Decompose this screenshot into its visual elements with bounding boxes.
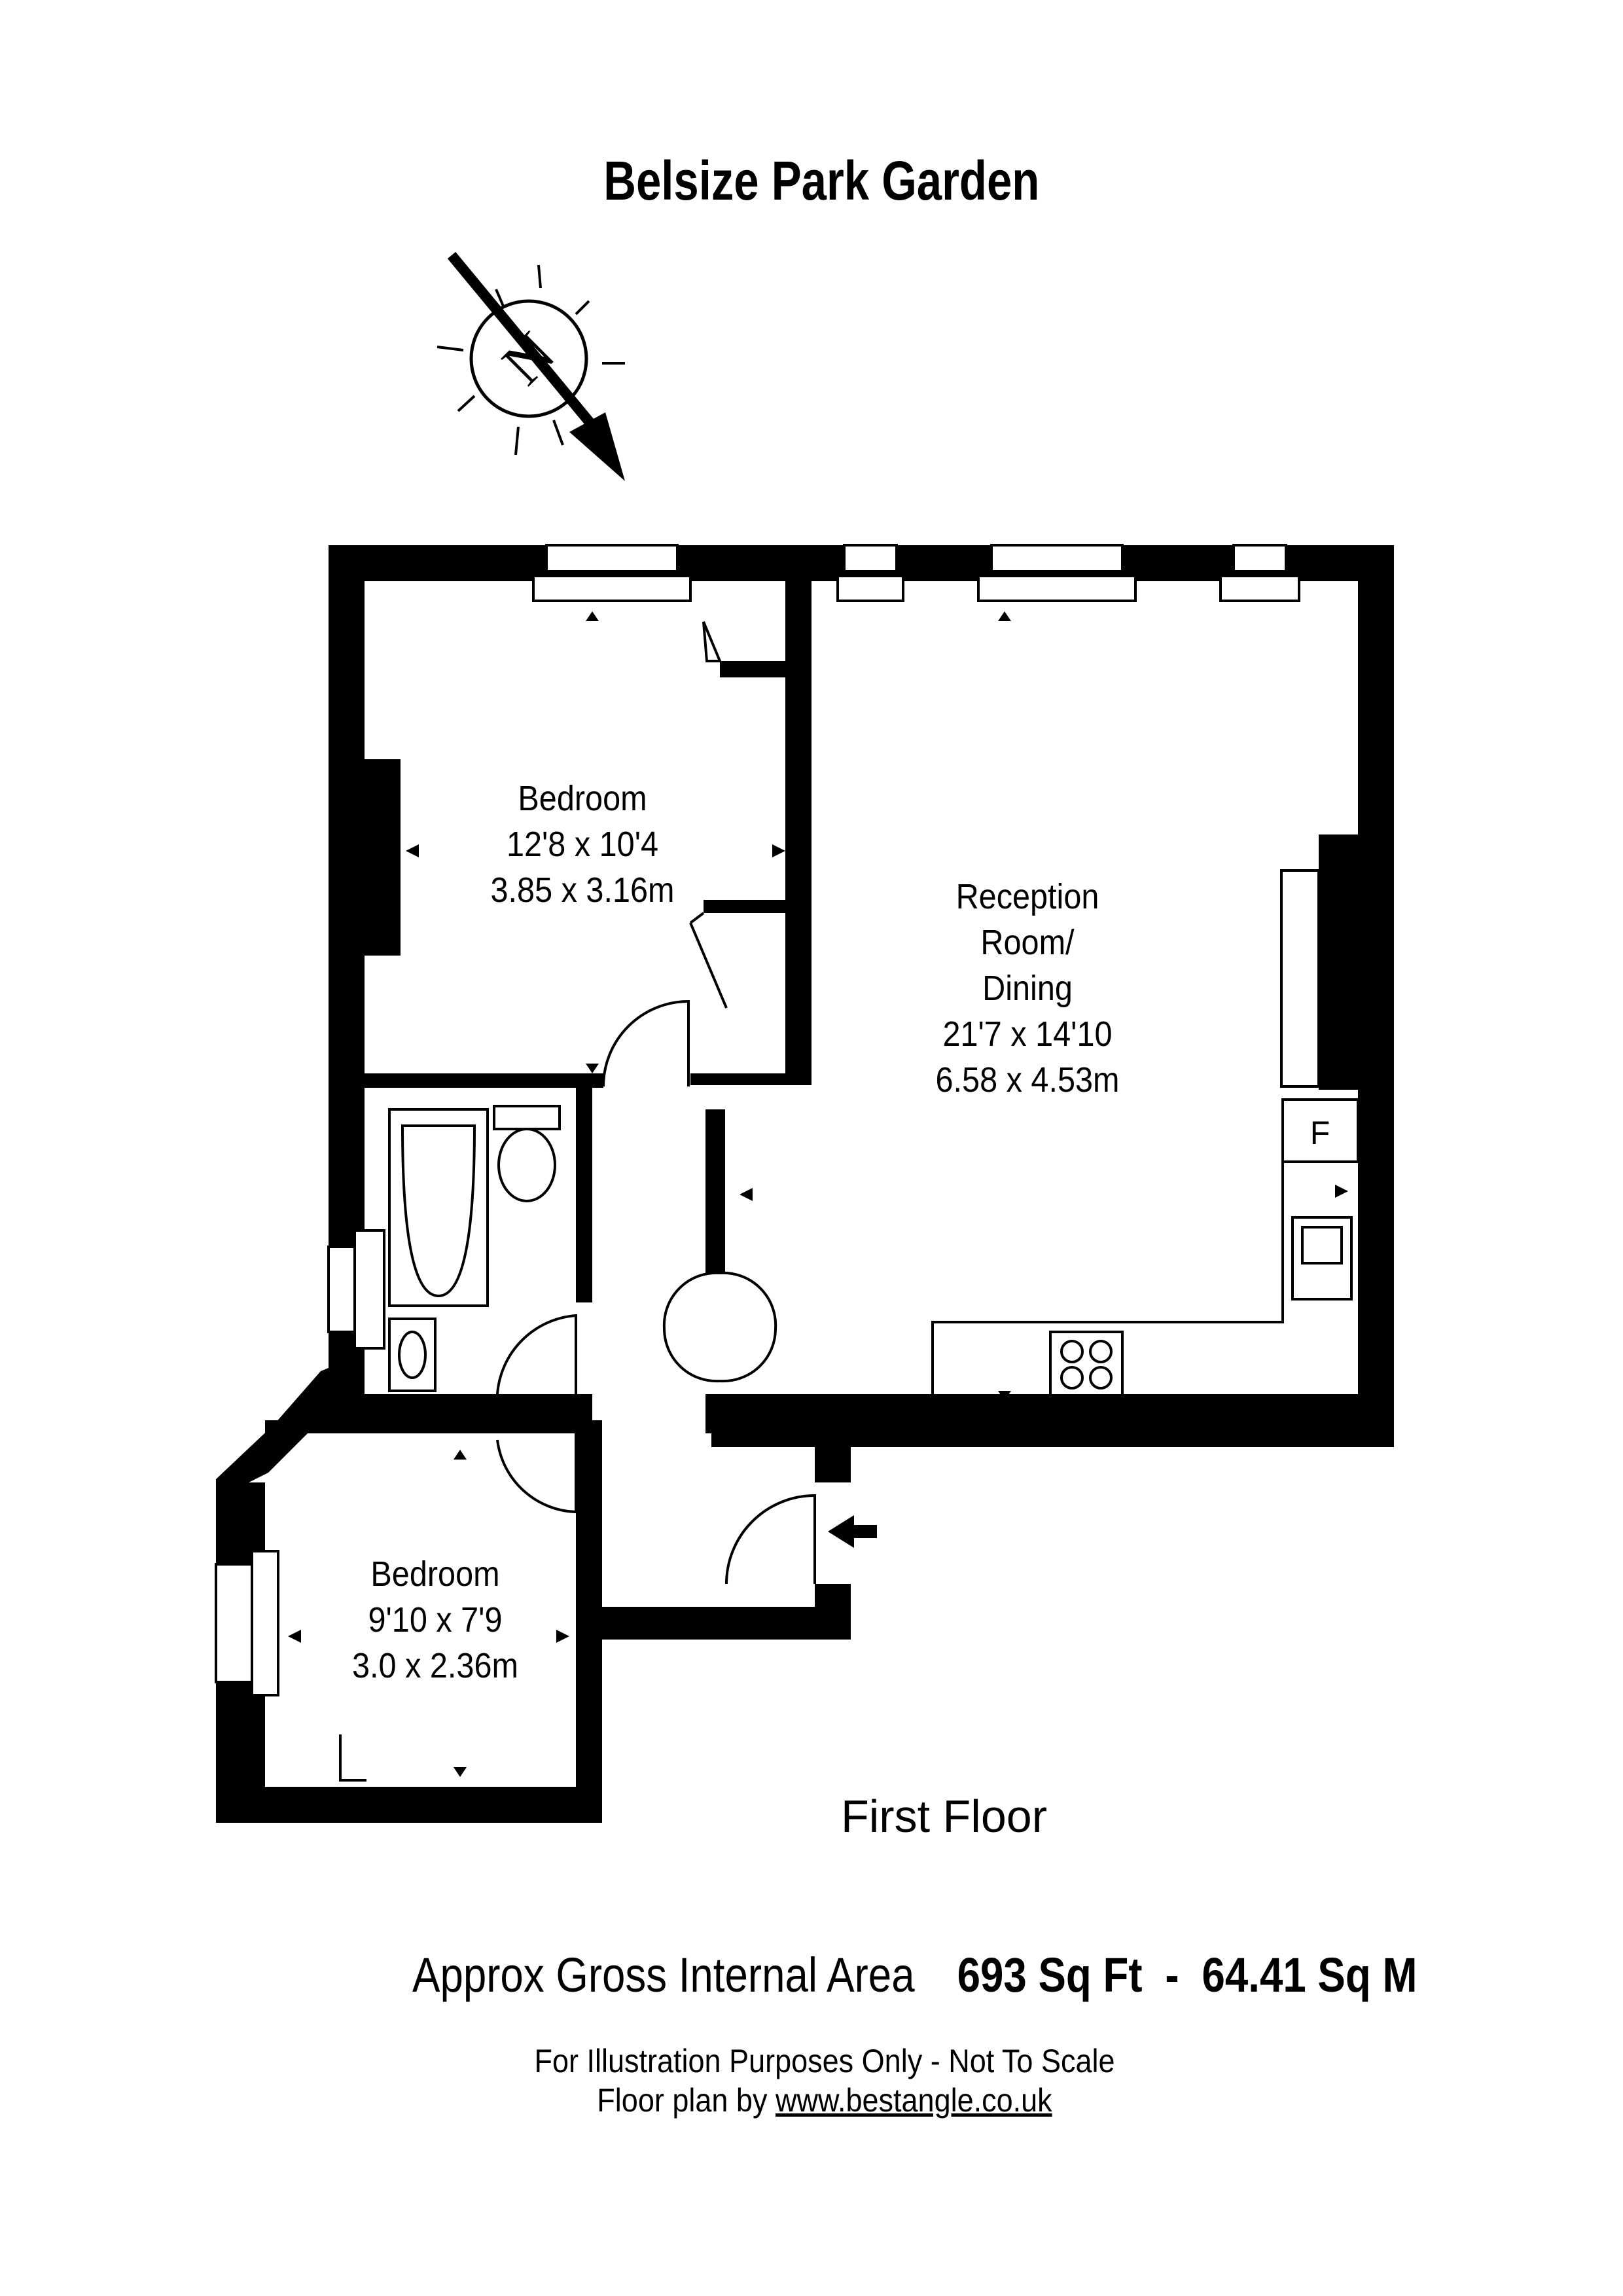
room-bedroom-1: Bedroom 12'8 x 10'4 3.85 x 3.16m: [465, 776, 700, 913]
walls: [216, 545, 1394, 1823]
area-separator: -: [1165, 1948, 1179, 2002]
windows: [215, 544, 1320, 1696]
room-reception-name-3: Dining: [982, 969, 1073, 1008]
floor-label: First Floor: [841, 1791, 1047, 1842]
room-reception-name-2: Room/: [980, 923, 1075, 962]
room-reception-metric: 6.58 x 4.53m: [935, 1060, 1120, 1100]
area-summary: Approx Gross Internal Area 693 Sq Ft - 6…: [412, 1947, 1417, 2003]
footer-credit-prefix: Floor plan by: [597, 2082, 776, 2119]
area-sqft: 693 Sq Ft: [957, 1948, 1143, 2002]
footer-credit-link[interactable]: www.bestangle.co.uk: [775, 2082, 1052, 2119]
room-reception: Reception Room/ Dining 21'7 x 14'10 6.58…: [910, 874, 1145, 1103]
room-reception-name-1: Reception: [955, 877, 1099, 916]
room-bedroom-2: Bedroom 9'10 x 7'9 3.0 x 2.36m: [317, 1551, 553, 1689]
room-bedroom-1-imperial: 12'8 x 10'4: [506, 825, 659, 864]
area-sqm: 64.41 Sq M: [1202, 1948, 1418, 2002]
north-arrow-icon: [437, 251, 625, 481]
plan-title: Belsize Park Garden: [603, 150, 1040, 211]
footer-credit: Floor plan by www.bestangle.co.uk: [0, 2081, 1623, 2119]
room-bedroom-2-imperial: 9'10 x 7'9: [368, 1600, 503, 1640]
room-bedroom-2-name: Bedroom: [370, 1554, 500, 1594]
fixtures: [339, 621, 1359, 1782]
fridge-label: F: [1310, 1115, 1330, 1151]
footer-disclaimer: For Illustration Purposes Only - Not To …: [534, 2043, 1115, 2079]
room-bedroom-1-metric: 3.85 x 3.16m: [490, 870, 675, 910]
room-reception-imperial: 21'7 x 14'10: [942, 1014, 1113, 1054]
area-label: Approx Gross Internal Area: [412, 1948, 915, 2002]
room-bedroom-2-metric: 3.0 x 2.36m: [352, 1646, 518, 1685]
room-bedroom-1-name: Bedroom: [518, 779, 647, 818]
room-markers: [288, 611, 1348, 1777]
